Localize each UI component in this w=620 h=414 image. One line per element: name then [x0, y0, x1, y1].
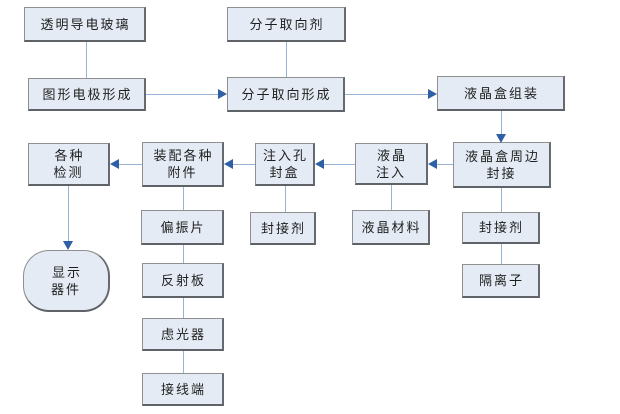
connector-glass-to-electrode [86, 42, 87, 78]
node-spacer: 隔离子 [462, 264, 540, 298]
node-injection-hole-sealing: 注入孔 封盒 [255, 143, 315, 186]
node-molecular-alignment-agent: 分子取向剂 [227, 7, 346, 42]
arrow-left-icon [428, 159, 437, 169]
connector-injection-to-material [391, 185, 392, 210]
connector-electrode-to-alignment [146, 94, 218, 95]
connector-hole-to-accessories [233, 164, 255, 165]
node-fit-accessories: 装配各种 附件 [142, 142, 224, 187]
node-cell-perimeter-sealing: 液晶盒周边 封接 [453, 142, 551, 188]
connector-filter-to-terminal [183, 351, 184, 373]
connector-hole-to-sealant-left [285, 186, 286, 212]
node-polarizer: 偏振片 [141, 210, 224, 245]
arrow-down-icon [496, 134, 506, 143]
connector-alignment-to-assembly [345, 94, 428, 95]
connector-agent-to-alignment [286, 42, 287, 77]
connector-injection-to-hole [324, 164, 355, 165]
connector-perimeter-to-sealant-right [501, 188, 502, 212]
node-sealant-right: 封接剂 [462, 212, 540, 244]
arrow-left-icon [110, 159, 119, 169]
connector-assembly-to-perimeter [501, 111, 502, 135]
arrow-right-icon [428, 89, 437, 99]
node-transparent-conductive-glass: 透明导电玻璃 [24, 7, 146, 42]
connector-sealant-to-spacer [501, 244, 502, 264]
arrow-left-icon [315, 159, 324, 169]
connector-accessories-to-inspection [119, 164, 142, 165]
node-sealant-left: 封接剂 [250, 212, 316, 245]
node-display-device: 显示 器件 [23, 250, 110, 312]
arrow-right-icon [218, 89, 227, 99]
node-light-filter: 虑光器 [142, 318, 224, 351]
node-lc-material: 液晶材料 [352, 210, 430, 245]
node-molecular-alignment-formation: 分子取向形成 [227, 77, 345, 112]
node-reflector: 反射板 [142, 263, 224, 298]
node-pattern-electrode-formation: 图形电极形成 [28, 78, 146, 111]
node-various-inspection: 各种 检测 [28, 143, 110, 186]
connector-polarizer-to-reflector [183, 245, 184, 263]
connector-accessories-to-polarizer [183, 187, 184, 210]
node-lc-injection: 液晶 注入 [355, 143, 428, 185]
arrow-left-icon [224, 159, 233, 169]
arrow-down-icon [63, 241, 73, 250]
node-lc-cell-assembly: 液晶盒组装 [437, 76, 565, 111]
connector-inspection-to-display [68, 186, 69, 242]
connector-reflector-to-filter [183, 298, 184, 318]
node-terminal: 接线端 [142, 373, 224, 406]
connector-perimeter-to-injection [437, 164, 453, 165]
